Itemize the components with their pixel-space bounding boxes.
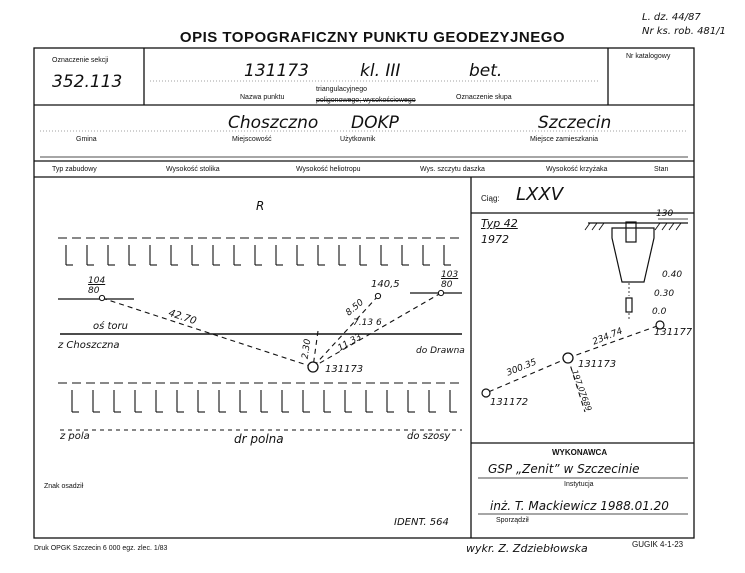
left-point-bottom: 80 — [88, 286, 100, 296]
from-field-label: z pola — [60, 431, 90, 442]
outer-border — [33, 47, 695, 539]
cross-height-label: Wysokość krzyżaka — [546, 166, 608, 173]
gmina-label: Gmina — [76, 136, 97, 143]
point-name-label: Nazwa punktu — [240, 94, 285, 101]
drawn-by: wykr. Z. Zdziebłowska — [466, 542, 588, 555]
point-number: 131173 — [244, 61, 309, 81]
author-value: inż. T. Mackiewicz 1988.01.20 — [490, 499, 669, 513]
printer-note: Druk OPGK Szczecin 6 000 egz. zlec. 1/83 — [34, 545, 168, 552]
user-value: DOKP — [351, 113, 399, 133]
to-highway-label: do szosy — [407, 431, 451, 442]
center-point-marker — [307, 361, 319, 373]
catalog-label: Nr katalogowy — [626, 53, 671, 60]
net-center-label: 131173 — [578, 359, 617, 370]
dim-00: 0.0 — [652, 307, 667, 317]
left-point-top: 104 — [88, 276, 106, 286]
ground-hatch-line — [591, 222, 598, 231]
residence-value: Szczecin — [538, 113, 612, 133]
left-witness-marker — [98, 294, 106, 302]
from-choszczno-label: z Choszczna — [58, 340, 120, 351]
residence-label: Miejsce zamieszkania — [530, 136, 599, 143]
section-label: Oznaczenie sekcji — [52, 57, 109, 64]
ciag-label: Ciąg: — [481, 194, 500, 203]
status-label: Stan — [654, 166, 669, 173]
ground-hatch-line — [668, 222, 675, 231]
dim-040: 0.40 — [662, 270, 683, 280]
monument-type: Typ 42 — [481, 217, 518, 230]
section-value: 352.113 — [52, 72, 123, 92]
right-point-top: 103 — [441, 270, 459, 280]
institution-label: Instytucja — [564, 481, 594, 488]
miejscowosc-label: Miejscowość — [232, 136, 272, 143]
triangulation-label: triangulacyjnego — [316, 86, 367, 93]
roof-height-label: Wys. szczytu daszka — [420, 166, 485, 173]
net-center-marker — [562, 352, 574, 364]
monument-year: 1972 — [481, 233, 509, 246]
to-drawno-label: do Drawna — [416, 346, 465, 356]
ground-hatch-line — [598, 222, 605, 231]
elevation-marker — [374, 292, 382, 300]
dim-top: 130 — [656, 209, 674, 219]
ground-hatch-line — [675, 222, 682, 231]
table-height-label: Wysokość stolika — [166, 166, 220, 173]
gmina-value: Choszczno — [228, 113, 319, 133]
ground-hatch-line — [654, 222, 661, 231]
railway-axis-label: oś toru — [93, 321, 128, 332]
net-left-marker — [481, 388, 491, 398]
pillar-type: bet. — [469, 61, 503, 81]
form-code: GUGIK 4-1-23 — [632, 540, 684, 549]
pillar-label: Oznaczenie słupa — [456, 94, 512, 101]
contractor-header: WYKONAWCA — [552, 448, 608, 457]
ident-label: IDENT. 564 — [394, 517, 449, 528]
ciag-value: LXXV — [516, 184, 564, 205]
net-left-label: 131172 — [490, 397, 529, 408]
right-witness-marker — [437, 289, 445, 297]
north-indicator: R — [256, 199, 265, 213]
center-point-label: 131173 — [325, 364, 364, 375]
build-type-label: Typ zabudowy — [52, 166, 97, 173]
dist-713: 7.13 — [353, 318, 374, 328]
ground-hatch-line — [584, 222, 591, 231]
heliotrope-height-label: Wysokość heliotropu — [296, 166, 361, 173]
institution-value: GSP „Zenit” w Szczecinie — [488, 462, 640, 476]
net-right-label: 131177 — [654, 327, 693, 338]
polygon-label: poligonowego; wysokościowego — [316, 97, 416, 104]
marker-placed-label: Znak osadził — [44, 483, 84, 490]
ground-hatch-line — [661, 222, 668, 231]
road-label: dr polna — [234, 432, 284, 446]
point-class: kl. III — [360, 61, 401, 81]
dim-030: 0.30 — [654, 289, 675, 299]
user-label: Użytkownik — [340, 136, 376, 143]
net-right-marker — [655, 320, 665, 330]
right-point-bottom: 80 — [441, 280, 453, 290]
dist-6: 6 — [376, 318, 382, 328]
elevation-value: 140,5 — [371, 279, 400, 290]
author-label: Sporządził — [496, 517, 529, 524]
work-book-number: Nr ks. rob. 481/1 — [642, 26, 726, 37]
page-title: OPIS TOPOGRAFICZNY PUNKTU GEODEZYJNEGO — [179, 29, 566, 46]
ref-number: L. dz. 44/87 — [642, 12, 701, 23]
